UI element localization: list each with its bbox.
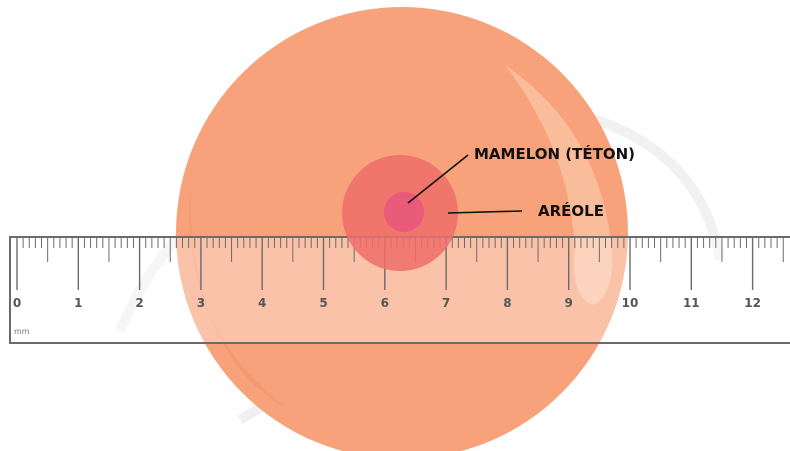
skin-highlight bbox=[505, 65, 613, 305]
ruler-number: 0 bbox=[13, 296, 21, 310]
areola-label: ARÉOLE bbox=[538, 201, 604, 220]
ruler-number: 12 bbox=[744, 296, 761, 310]
ruler-number: 5 bbox=[319, 296, 327, 310]
areola-leader-line bbox=[447, 210, 523, 214]
ruler-number: 6 bbox=[381, 296, 389, 310]
ruler-number: 7 bbox=[442, 296, 450, 310]
areola-group bbox=[342, 155, 458, 271]
ruler-number: 2 bbox=[135, 296, 143, 310]
ruler-number: 9 bbox=[565, 296, 573, 310]
leader-lines bbox=[407, 154, 523, 214]
skin-shadow bbox=[189, 190, 290, 410]
nipple-label: MAMELON (TÉTON) bbox=[474, 144, 635, 163]
ruler-number: 11 bbox=[683, 296, 700, 310]
ruler-number: 1 bbox=[74, 296, 82, 310]
ruler-number: 10 bbox=[622, 296, 639, 310]
nipple-leader-line bbox=[407, 154, 469, 204]
ruler-number: 4 bbox=[258, 296, 266, 310]
nipple-circle bbox=[384, 192, 424, 232]
ruler-unit-label: mm bbox=[14, 327, 30, 336]
ruler-number: 3 bbox=[197, 296, 205, 310]
ruler-number: 8 bbox=[503, 296, 511, 310]
